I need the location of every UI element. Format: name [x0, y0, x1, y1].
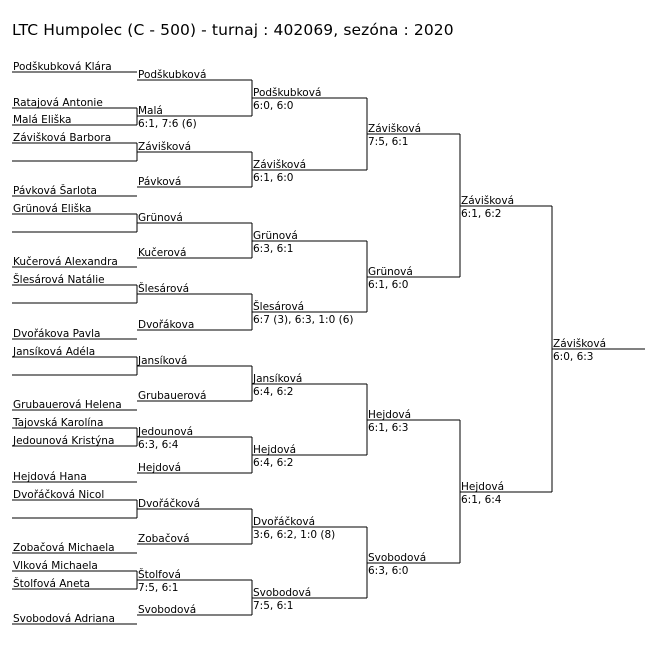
player-name: Podškubková [138, 69, 206, 81]
player-name: Ratajová Antonie [13, 97, 103, 109]
match-score: 6:7 (3), 6:3, 1:0 (6) [253, 314, 353, 326]
player-name: Podškubková Klára [13, 61, 112, 73]
player-name: Šlesárová Natálie [13, 273, 105, 286]
player-name: Jedounová [137, 426, 193, 438]
match-score: 6:4, 6:2 [253, 457, 293, 469]
player-name: Hejdová [138, 462, 181, 474]
player-name: Štolfová Aneta [13, 577, 90, 590]
player-name: Svobodová Adriana [13, 613, 115, 625]
player-name: Jedounová Kristýna [12, 435, 114, 447]
match-score: 6:4, 6:2 [253, 386, 293, 398]
player-name: Hejdová [368, 409, 411, 421]
player-name: Dvořákova [138, 319, 194, 331]
player-name: Malá Eliška [13, 114, 71, 126]
match-score: 6:1, 7:6 (6) [138, 118, 197, 130]
player-name: Závišková [553, 338, 606, 350]
player-name: Pávková [138, 176, 181, 188]
player-name: Pávková Šarlota [13, 184, 97, 197]
match-score: 6:0, 6:0 [253, 100, 293, 112]
player-name: Jansíková Adéla [12, 346, 95, 358]
match-score: 6:3, 6:4 [138, 439, 179, 451]
match-score: 6:0, 6:3 [553, 351, 593, 363]
player-name: Zobačová Michaela [13, 542, 115, 554]
player-name: Závišková [138, 141, 191, 153]
page-title: LTC Humpolec (C - 500) - turnaj : 402069… [12, 21, 454, 39]
player-name: Grünová [253, 230, 298, 242]
player-name: Kučerová [138, 247, 186, 259]
player-name: Šlesárová [253, 300, 304, 313]
player-name: Kučerová Alexandra [13, 256, 118, 268]
player-name: Vlková Michaela [13, 560, 98, 572]
player-name: Závišková Barbora [13, 132, 111, 144]
player-name: Podškubková [253, 87, 321, 99]
match-score: 6:1, 6:4 [461, 494, 502, 506]
match-score: 6:1, 6:0 [253, 172, 293, 184]
player-name: Závišková [253, 159, 306, 171]
player-name: Grünová [138, 212, 183, 224]
match-score: 3:6, 6:2, 1:0 (8) [253, 529, 335, 541]
player-name: Zobačová [138, 533, 190, 545]
player-name: Jansíková [252, 373, 302, 385]
player-name: Svobodová [253, 587, 311, 599]
player-name: Hejdová [253, 444, 296, 456]
player-name: Grünová Eliška [13, 203, 91, 215]
player-name: Hejdová Hana [13, 471, 87, 483]
player-name: Svobodová [138, 604, 196, 616]
player-name: Tajovská Karolína [12, 417, 103, 429]
match-score: 6:3, 6:0 [368, 565, 408, 577]
player-name: Hejdová [461, 481, 504, 493]
player-name: Dvořáčková [253, 516, 315, 528]
player-name: Dvořáčková Nicol [13, 489, 104, 501]
player-name: Grubauerová Helena [13, 399, 122, 411]
player-name: Svobodová [368, 552, 426, 564]
match-score: 7:5, 6:1 [138, 582, 178, 594]
player-name: Jansíková [137, 355, 187, 367]
player-name: Dvořákova Pavla [13, 328, 100, 340]
match-score: 7:5, 6:1 [368, 136, 408, 148]
player-name: Štolfová [138, 568, 181, 581]
player-name: Grubauerová [138, 390, 206, 402]
match-score: 6:1, 6:3 [368, 422, 408, 434]
player-name: Závišková [368, 123, 421, 135]
match-score: 6:1, 6:0 [368, 279, 408, 291]
player-name: Dvořáčková [138, 498, 200, 510]
player-name: Závišková [461, 195, 514, 207]
player-name: Grünová [368, 266, 413, 278]
match-score: 6:3, 6:1 [253, 243, 293, 255]
player-name: Malá [138, 105, 163, 117]
player-name: Šlesárová [138, 282, 189, 295]
match-score: 7:5, 6:1 [253, 600, 293, 612]
match-score: 6:1, 6:2 [461, 208, 501, 220]
